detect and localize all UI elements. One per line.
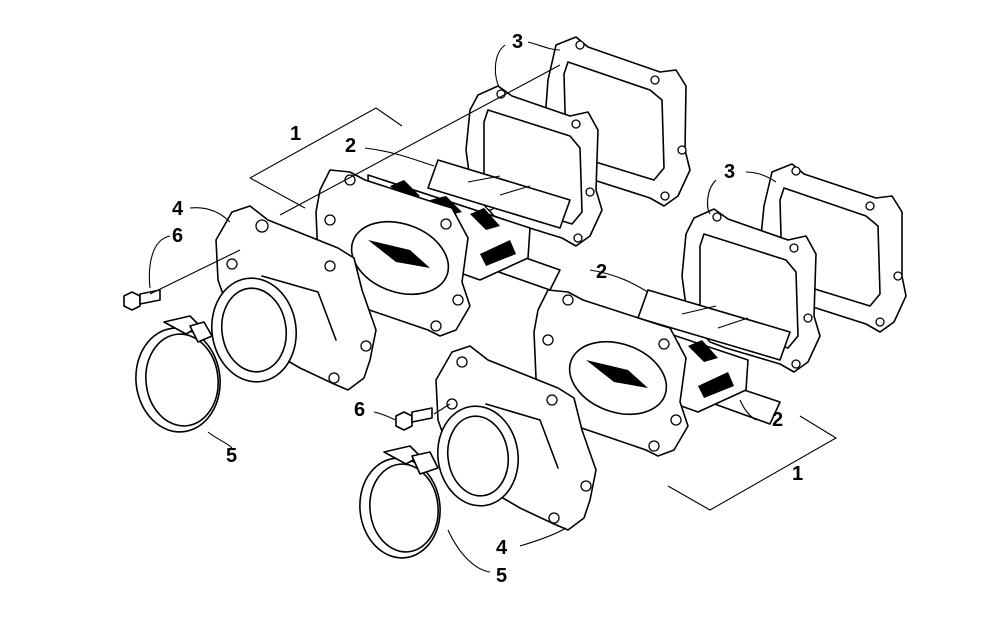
callout-6-top: 6 (172, 225, 183, 247)
callout-1-top: 1 (290, 123, 301, 145)
bolt-upper (123, 289, 161, 311)
callout-6-bottom: 6 (354, 399, 365, 421)
intake-boot-lower (435, 345, 597, 531)
callout-4-top: 4 (172, 198, 184, 220)
callout-5-top: 5 (226, 445, 237, 467)
bolt-lower (395, 407, 433, 431)
clamp-upper (135, 315, 221, 433)
leader-lines-upper (148, 41, 561, 449)
clamp-lower (359, 445, 441, 559)
intake-boot-upper (210, 205, 377, 391)
callout-3-right: 3 (724, 161, 735, 183)
callout-2-top: 2 (345, 135, 356, 157)
callout-3-top: 3 (512, 31, 523, 53)
callout-5-bottom: 5 (496, 565, 507, 587)
callout-2-right: 2 (772, 409, 783, 431)
leader-lines-lower (373, 171, 838, 573)
callout-1-bottom: 1 (792, 463, 803, 485)
callout-4-bottom: 4 (496, 537, 508, 559)
callout-2-mid: 2 (596, 261, 607, 283)
